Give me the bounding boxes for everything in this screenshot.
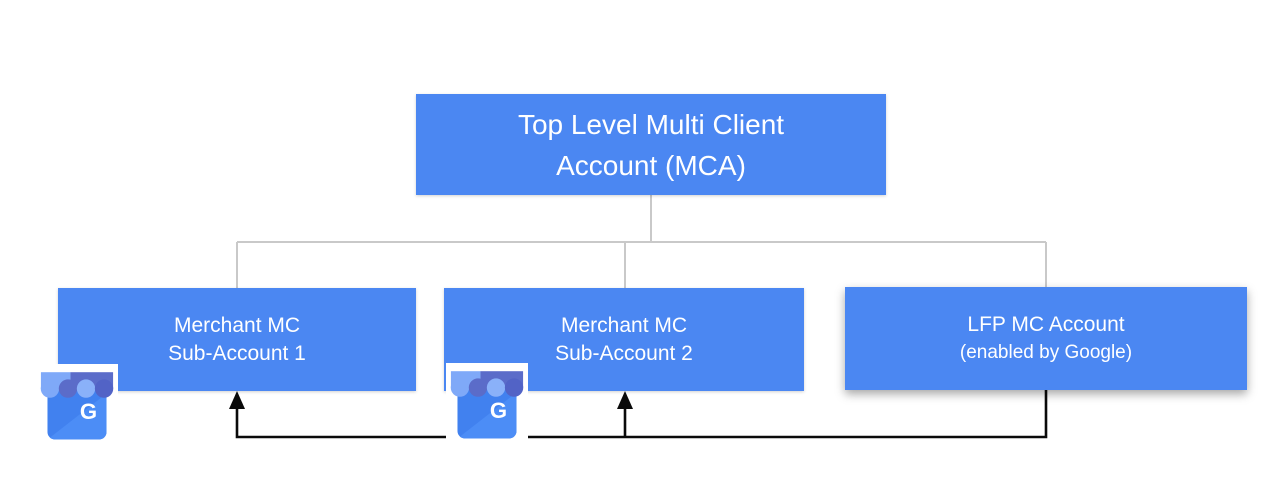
google-business-profile-icon bbox=[446, 363, 528, 445]
arrowhead-sub2-icon bbox=[617, 391, 633, 409]
google-business-profile-icon bbox=[36, 364, 118, 446]
feedback-arrow-lines bbox=[235, 390, 1048, 439]
node-sub2-label-line1: Merchant MC bbox=[560, 313, 688, 337]
arrowhead-sub1-icon bbox=[229, 391, 245, 409]
node-top-level-mca-label-line2: Account (MCA) bbox=[556, 149, 746, 181]
node-lfp-label-line1: LFP MC Account bbox=[967, 312, 1125, 336]
node-sub2-label-line2: Sub-Account 2 bbox=[555, 341, 693, 365]
node-merchant-sub-account-2: Merchant MC Sub-Account 2 bbox=[444, 288, 804, 391]
tree-connector-lines bbox=[236, 195, 1047, 288]
node-top-level-mca: Top Level Multi Client Account (MCA) bbox=[416, 94, 886, 195]
node-lfp-mc-account: LFP MC Account (enabled by Google) bbox=[845, 287, 1247, 390]
node-sub1-label-line2: Sub-Account 1 bbox=[168, 341, 306, 365]
node-top-level-mca-label-line1: Top Level Multi Client bbox=[517, 108, 785, 140]
node-sub1-label-line1: Merchant MC bbox=[173, 313, 301, 337]
node-lfp-label-line2: (enabled by Google) bbox=[959, 341, 1133, 363]
